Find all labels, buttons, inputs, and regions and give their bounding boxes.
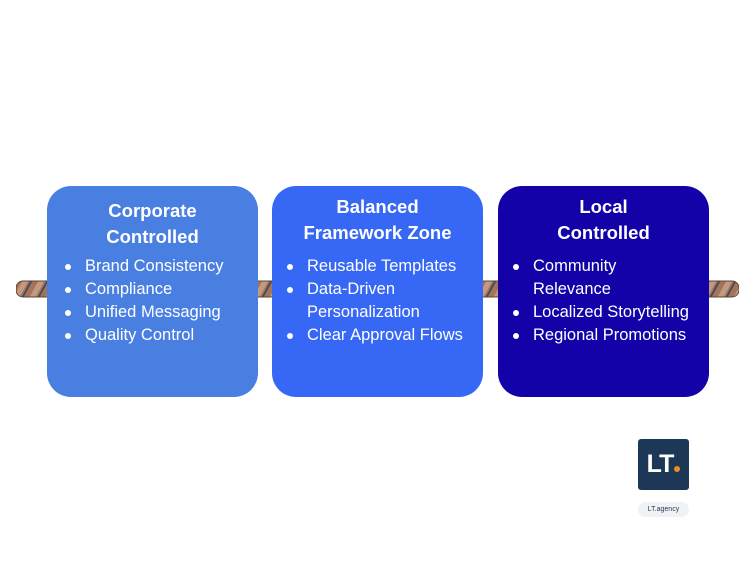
bullet-icon <box>513 310 519 316</box>
bullet-icon <box>65 287 71 293</box>
box-title: Local Controlled <box>557 196 650 243</box>
list-item: Brand Consistency <box>62 255 252 278</box>
lt-logo-icon: LT <box>638 439 689 490</box>
list-item: Clear Approval Flows <box>284 324 477 347</box>
bullet-icon <box>287 333 293 339</box>
list-item: Community Relevance <box>510 255 703 301</box>
bullet-icon <box>65 333 71 339</box>
logo-mark: LT <box>646 450 675 478</box>
bullet-list: Community Relevance Localized Storytelli… <box>510 255 703 347</box>
list-item: Regional Promotions <box>510 324 703 347</box>
logo-dot-icon <box>674 466 681 472</box>
bullet-icon <box>65 310 71 316</box>
list-item: Reusable Templates <box>284 255 477 278</box>
corporate-controlled-box: Corporate Controlled Brand Consistency C… <box>47 186 258 397</box>
balanced-framework-box: Balanced Framework Zone Reusable Templat… <box>272 186 483 397</box>
local-controlled-box: Local Controlled Community Relevance Loc… <box>498 186 709 397</box>
bullet-icon <box>513 264 519 270</box>
list-item: Data-Driven Personalization <box>284 278 477 324</box>
box-title: Corporate Controlled <box>106 200 199 247</box>
bullet-icon <box>287 287 293 293</box>
logo-caption: LT.agency <box>638 502 689 517</box>
list-item: Compliance <box>62 278 252 301</box>
bullet-list: Brand Consistency Compliance Unified Mes… <box>62 255 252 347</box>
list-item: Unified Messaging <box>62 301 252 324</box>
list-item: Quality Control <box>62 324 252 347</box>
list-item: Localized Storytelling <box>510 301 703 324</box>
bullet-icon <box>287 264 293 270</box>
bullet-list: Reusable Templates Data-Driven Personali… <box>284 255 477 347</box>
bullet-icon <box>513 333 519 339</box>
bullet-icon <box>65 264 71 270</box>
box-title: Balanced Framework Zone <box>303 196 452 243</box>
